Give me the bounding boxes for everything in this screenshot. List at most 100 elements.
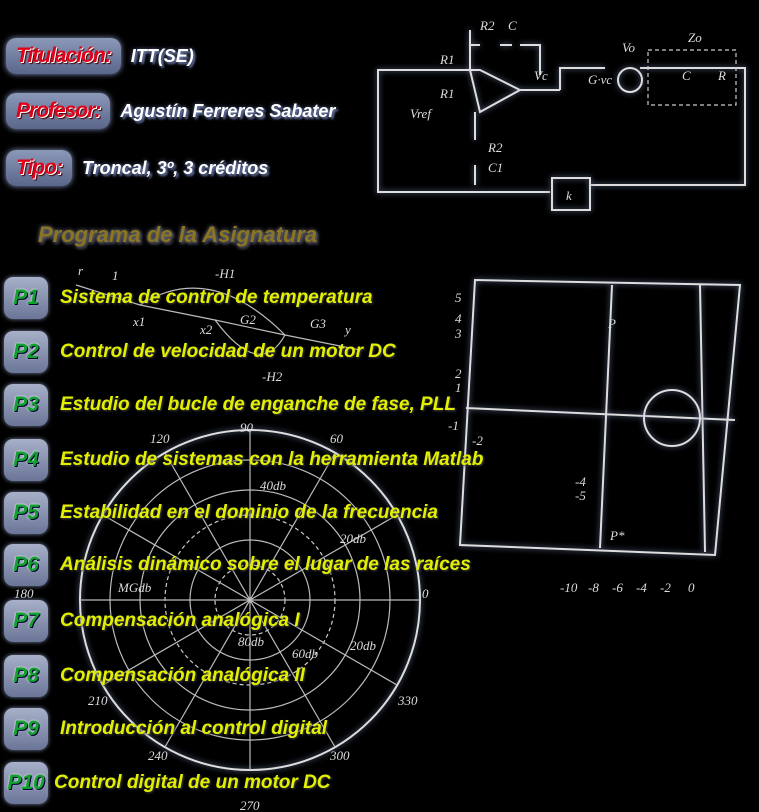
profesor-value: Agustín Ferreres Sabater <box>120 100 336 121</box>
polar-label-300: 300 <box>329 748 350 763</box>
flow-label-x1: x1 <box>132 314 145 329</box>
polar-label-20db-inner: 20db <box>350 638 377 653</box>
locus-tick-y4: 4 <box>455 311 462 326</box>
item-link[interactable]: Control de velocidad de un motor DC <box>60 341 396 362</box>
flow-label-1: 1 <box>112 268 119 283</box>
locus-tick-ym2: -2 <box>472 433 483 448</box>
polar-label-330: 330 <box>397 693 418 708</box>
program-item-p1[interactable]: P1 Sistema de control de temperatura <box>4 277 373 319</box>
item-badge[interactable]: P5 <box>4 492 48 534</box>
titulacion-value: ITT(SE) <box>130 45 194 66</box>
program-item-p3[interactable]: P3 Estudio del bucle de enganche de fase,… <box>4 384 456 426</box>
program-item-p6[interactable]: P6 Análisis dinámico sobre el lugar de la… <box>4 544 471 586</box>
locus-tick-xm2: -2 <box>660 580 671 595</box>
locus-tick-y5: 5 <box>455 290 462 305</box>
polar-chart: 90 120 60 180 0 210 330 240 300 270 40db… <box>14 420 429 812</box>
item-link[interactable]: Estudio del bucle de enganche de fase, P… <box>60 394 456 415</box>
locus-tick-y2: 2 <box>455 366 462 381</box>
item-badge[interactable]: P7 <box>4 600 48 642</box>
profesor-label: Profesor: <box>6 93 111 129</box>
tipo-row: Tipo: Troncal, 3º, 3 créditos <box>6 150 268 186</box>
polar-label-180: 180 <box>14 586 34 601</box>
circuit-label-r1a: R1 <box>439 52 454 67</box>
item-link[interactable]: Compensación analógica II <box>60 665 305 686</box>
circuit-label-c: C <box>508 18 517 33</box>
program-item-p5[interactable]: P5 Estabilidad en el dominio de la frecue… <box>4 492 438 534</box>
circuit-label-vref: Vref <box>410 106 433 121</box>
program-item-p2[interactable]: P2 Control de velocidad de un motor DC <box>4 331 396 373</box>
locus-tick-y3: 3 <box>454 326 462 341</box>
program-item-p9[interactable]: P9 Introducción al control digital <box>4 708 327 750</box>
program-item-p10[interactable]: P10 Control digital de un motor DC <box>4 762 331 804</box>
flow-label-y: y <box>343 322 351 337</box>
item-link[interactable]: Estabilidad en el dominio de la frecuenc… <box>60 502 438 523</box>
locus-tick-ym4: -4 <box>575 474 586 489</box>
titulacion-label: Titulación: <box>6 38 121 74</box>
circuit-label-vc: Vc <box>534 68 548 83</box>
locus-tick-x0: 0 <box>688 580 695 595</box>
item-link[interactable]: Análisis dinámico sobre el lugar de las … <box>60 554 471 575</box>
polar-label-210: 210 <box>88 693 108 708</box>
flow-label-r: r <box>78 263 84 278</box>
program-item-p8[interactable]: P8 Compensación analógica II <box>4 655 305 697</box>
program-item-p7[interactable]: P7 Compensación analógica I <box>4 600 300 642</box>
program-item-p4[interactable]: P4 Estudio de sistemas con la herramienta… <box>4 439 483 481</box>
locus-tick-ym1: -1 <box>448 418 459 433</box>
circuit-label-r2b: R2 <box>487 140 503 155</box>
item-badge[interactable]: P6 <box>4 544 48 586</box>
item-badge[interactable]: P1 <box>4 277 48 319</box>
circuit-label-r2: R2 <box>479 18 495 33</box>
polar-label-20db: 20db <box>340 531 367 546</box>
item-link[interactable]: Estudio de sistemas con la herramienta M… <box>60 449 484 470</box>
polar-label-80db: 80db <box>238 634 265 649</box>
item-badge[interactable]: P3 <box>4 384 48 426</box>
item-badge[interactable]: P4 <box>4 439 48 481</box>
profesor-row: Profesor: Agustín Ferreres Sabater <box>6 93 335 129</box>
circuit-label-r: R <box>717 68 726 83</box>
locus-tick-xm10: -10 <box>560 580 578 595</box>
polar-label-mgdb: MGdb <box>117 580 152 595</box>
tipo-label: Tipo: <box>6 150 72 186</box>
item-badge[interactable]: P2 <box>4 331 48 373</box>
item-badge[interactable]: P8 <box>4 655 48 697</box>
locus-tick-ym5: -5 <box>575 488 586 503</box>
locus-tick-y1: 1 <box>455 380 462 395</box>
polar-label-270: 270 <box>240 798 260 812</box>
flow-label-g3: G3 <box>310 316 326 331</box>
locus-label-p: P <box>607 316 616 331</box>
polar-label-60db: 60db <box>292 646 319 661</box>
item-link[interactable]: Compensación analógica I <box>60 610 300 631</box>
item-badge[interactable]: P9 <box>4 708 48 750</box>
item-link[interactable]: Control digital de un motor DC <box>54 772 331 793</box>
signal-flow-graph: r 1 -H1 x1 x2 G2 G3 y -H2 <box>75 263 361 384</box>
locus-label-pstar: P* <box>609 528 625 543</box>
locus-tick-xm6: -6 <box>612 580 623 595</box>
polar-label-90: 90 <box>240 420 254 435</box>
circuit-label-r1b: R1 <box>439 86 454 101</box>
flow-label-x2: x2 <box>199 322 213 337</box>
titulacion-row: Titulación: ITT(SE) <box>6 38 194 74</box>
polar-label-40db: 40db <box>260 478 287 493</box>
circuit-label-c1: C1 <box>488 160 503 175</box>
polar-label-240: 240 <box>148 748 168 763</box>
polar-label-0: 0 <box>422 586 429 601</box>
locus-tick-xm4: -4 <box>636 580 647 595</box>
root-locus: 5 4 3 2 1 -1 -2 -4 -5 -10 -8 -6 -4 -2 0 … <box>448 278 742 595</box>
flow-label-h1: -H1 <box>215 266 235 281</box>
item-link[interactable]: Sistema de control de temperatura <box>60 287 373 308</box>
program-title: Programa de la Asignatura <box>38 222 318 247</box>
tipo-value: Troncal, 3º, 3 créditos <box>81 157 269 178</box>
polar-label-120: 120 <box>150 431 170 446</box>
circuit-label-vo: Vo <box>622 40 636 55</box>
circuit-label-k: k <box>566 188 572 203</box>
circuit-label-cap: C <box>682 68 691 83</box>
circuit-label-zo: Zo <box>688 30 702 45</box>
circuit-diagram: R2 C R1 R1 Vref Vc R2 C1 Vo Zo G·vc C R … <box>377 18 746 211</box>
item-badge[interactable]: P10 <box>4 762 48 804</box>
locus-tick-xm8: -8 <box>588 580 599 595</box>
circuit-label-gvc: G·vc <box>588 72 612 87</box>
flow-label-h2: -H2 <box>262 369 283 384</box>
item-link[interactable]: Introducción al control digital <box>60 718 328 739</box>
polar-label-60: 60 <box>330 431 344 446</box>
